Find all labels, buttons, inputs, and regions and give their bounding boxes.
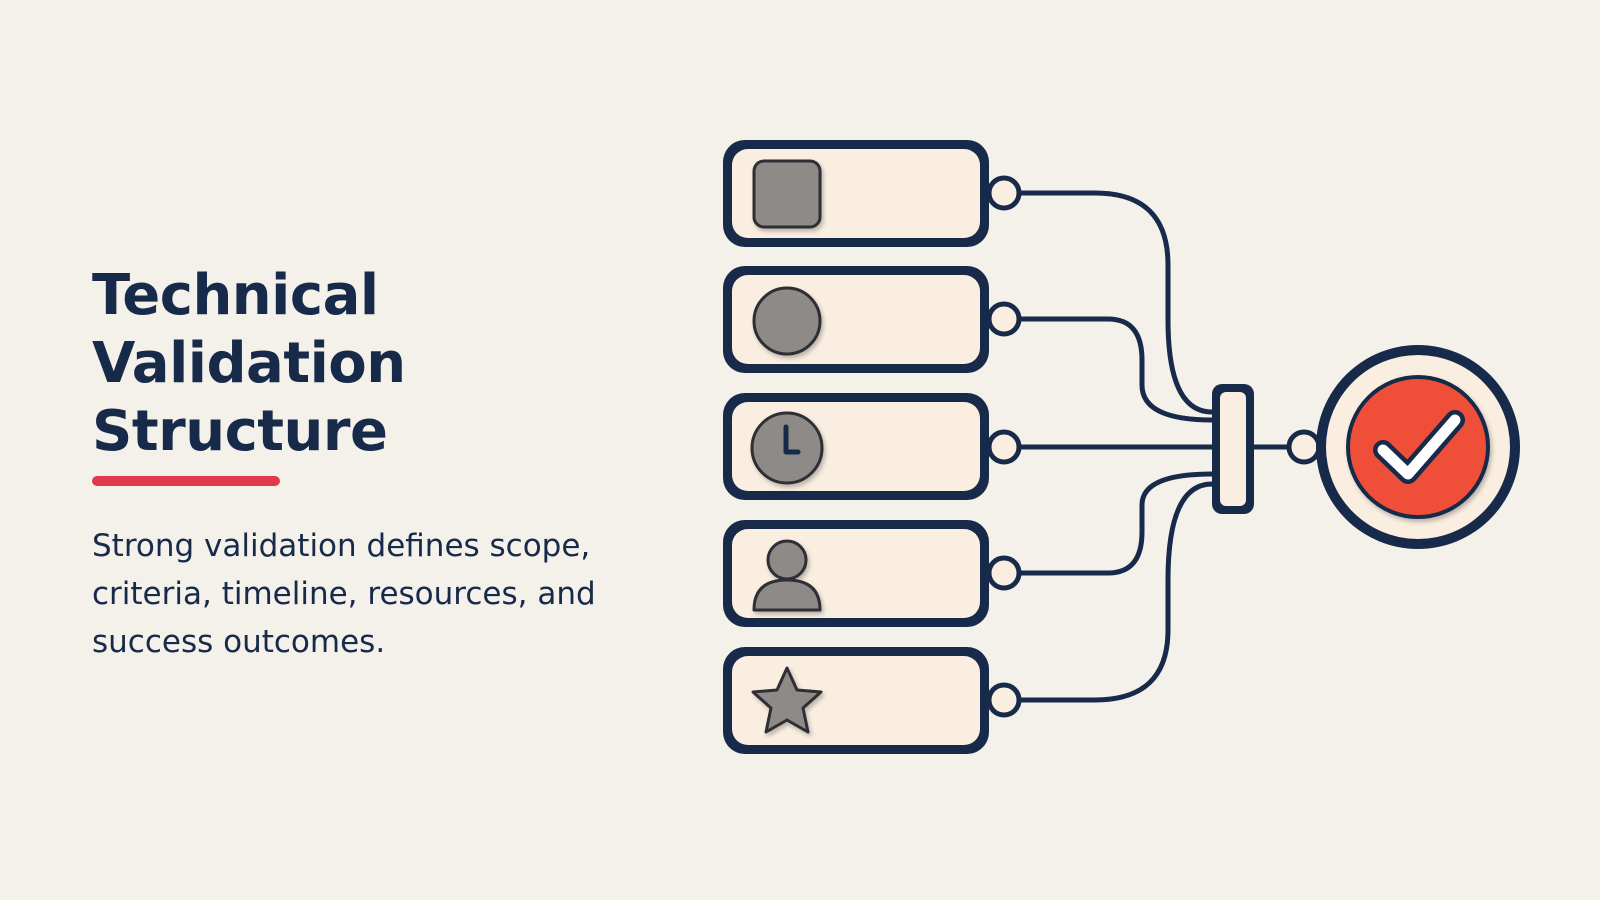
result-connector-dot	[1286, 429, 1322, 465]
connector-lines	[1001, 190, 1293, 703]
clock-icon	[750, 411, 824, 485]
checkmark-icon	[1316, 345, 1520, 549]
title-line: Validation	[92, 331, 406, 396]
connector-line	[1001, 190, 1215, 415]
slide-title: Technical Validation Structure	[92, 262, 652, 466]
star-icon	[751, 666, 823, 734]
connector-line	[1001, 316, 1215, 423]
circle-icon	[752, 286, 822, 356]
square-icon	[752, 159, 822, 229]
connector-line	[1001, 471, 1215, 576]
title-underline	[92, 476, 280, 486]
title-line: Technical	[92, 263, 379, 328]
connector-line	[1001, 481, 1215, 703]
connector-bar-icon	[1212, 384, 1254, 514]
slide-description: Strong validation defines scope, criteri…	[92, 528, 596, 660]
text-block: Technical Validation Structure Strong va…	[92, 262, 652, 666]
title-line: Structure	[92, 399, 388, 464]
person-icon	[752, 539, 822, 612]
